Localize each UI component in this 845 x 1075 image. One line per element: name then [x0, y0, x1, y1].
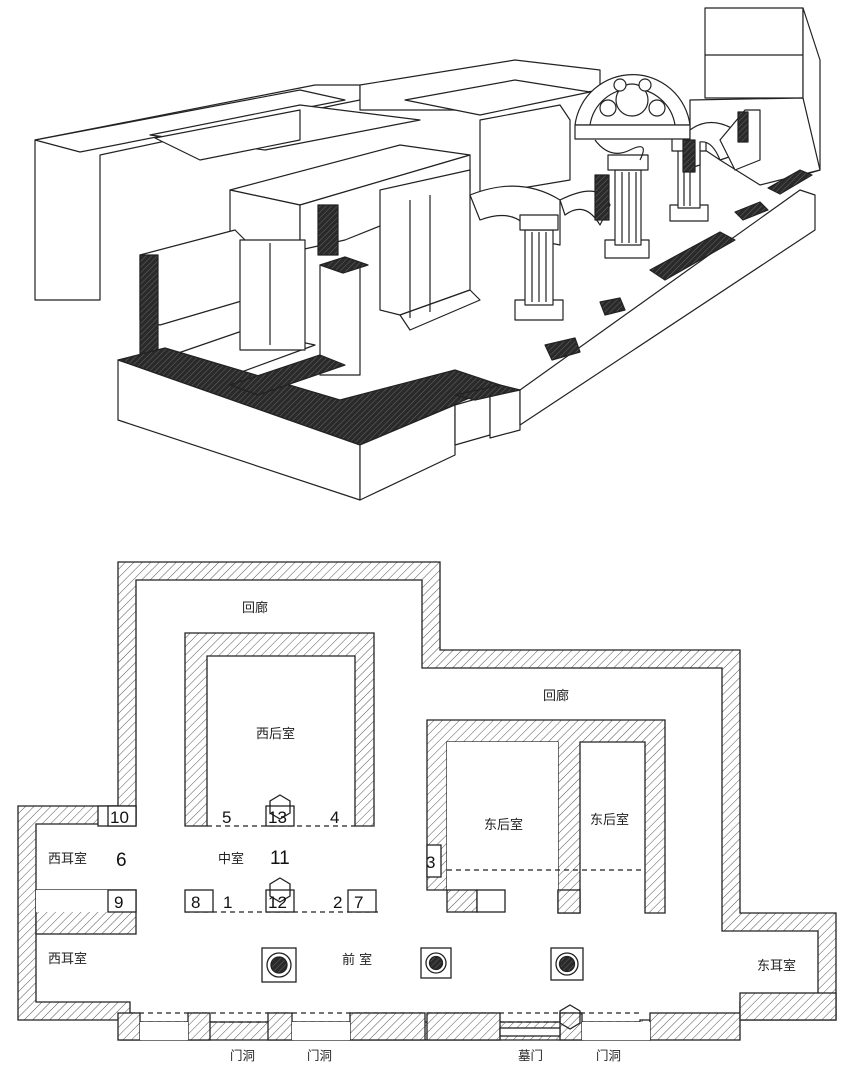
inner-court-west-shadow [154, 109, 301, 161]
number-3: 3 [426, 853, 435, 872]
east-upper-block [479, 104, 571, 196]
label-corridor-east: 回廊 [543, 688, 569, 704]
middle-block [239, 239, 306, 351]
right-ledge-dark-2 [599, 297, 626, 316]
front-seg-5 [426, 1012, 501, 1041]
middle-wall-a [379, 169, 471, 316]
label-main-gate: 墓门 [518, 1048, 543, 1063]
front-seg-3 [267, 1012, 293, 1041]
label-corridor-north: 回廊 [242, 600, 268, 616]
front-seg-2 [187, 1012, 211, 1041]
label-east-ear: 东耳室 [757, 958, 796, 974]
door-labels: 门洞 门洞 墓门 门洞 [230, 1048, 621, 1063]
box-10 [107, 805, 137, 827]
door-gap-2 [292, 1022, 350, 1040]
right-ledge-dark-4 [734, 201, 769, 221]
right-ledge-base [519, 189, 816, 426]
label-east-rear-2: 东后室 [590, 812, 629, 828]
column-2 [604, 154, 650, 259]
number-12: 12 [268, 893, 287, 912]
box-12 [265, 889, 295, 913]
number-1: 1 [223, 893, 232, 912]
right-ledge-dark-1 [544, 337, 581, 361]
arch-east-1 [689, 121, 736, 169]
east-block-a [446, 889, 478, 913]
front-seg-6 [559, 1012, 583, 1041]
label-west-rear: 西后室 [256, 726, 295, 742]
floor-plan [17, 561, 837, 1041]
east-rear-room-1-interior [447, 742, 558, 890]
carved-lunette [574, 74, 691, 161]
axonometric-view [34, 7, 821, 501]
main-gate-gap [499, 1027, 561, 1037]
east-block-b [476, 889, 506, 913]
column-1 [514, 214, 564, 321]
west-ear-cap [139, 254, 159, 361]
middle-wall-b [399, 289, 481, 331]
hex-east [559, 1004, 581, 1030]
box-13 [265, 805, 295, 827]
middle-pillar [319, 264, 361, 376]
front-seg-8 [739, 992, 837, 1021]
inner-court-east [404, 79, 591, 116]
number-7: 7 [354, 893, 363, 912]
label-door-3: 门洞 [596, 1048, 621, 1063]
cap-c [682, 139, 696, 173]
right-ledge-dark-3 [649, 231, 736, 281]
front-base-dark-2 [229, 354, 346, 396]
column-base-1 [261, 947, 297, 983]
door-gap-1 [140, 1022, 188, 1040]
number-10: 10 [110, 808, 129, 827]
label-front: 前 室 [342, 952, 372, 968]
number-8: 8 [191, 893, 200, 912]
hex-top [269, 794, 291, 820]
number-5: 5 [222, 808, 231, 827]
front-seg-1 [117, 1012, 141, 1041]
west-ear-divider-inner [36, 890, 108, 912]
number-6: 6 [116, 850, 127, 871]
east-block-c [557, 889, 581, 914]
box-3 [426, 844, 442, 878]
number-13: 13 [268, 808, 287, 827]
front-seg-4 [349, 1012, 426, 1041]
cap-b [594, 174, 610, 221]
number-labels: 1 2 3 4 5 6 7 8 9 10 11 12 13 [110, 808, 435, 912]
label-door-2: 门洞 [307, 1048, 332, 1063]
front-base-side [359, 404, 456, 501]
cap-e [767, 169, 813, 195]
number-2: 2 [333, 893, 342, 912]
number-11: 11 [270, 848, 290, 869]
middle-pillar-cap [319, 256, 369, 274]
column-base-2 [420, 947, 452, 979]
door-gap-3 [582, 1022, 650, 1040]
cap-a [317, 204, 339, 256]
front-seg-7 [649, 1012, 741, 1041]
outer-wall-top-left [34, 89, 346, 153]
number-4: 4 [330, 808, 339, 827]
label-middle: 中室 [218, 851, 244, 867]
front-step-2 [489, 389, 521, 439]
hex-bottom [269, 877, 291, 903]
cap-d [737, 111, 749, 143]
tower-block [704, 7, 804, 99]
label-door-1: 门洞 [230, 1048, 255, 1063]
column-base-3 [550, 947, 584, 981]
box-9 [107, 889, 137, 913]
label-east-rear-1: 东后室 [484, 817, 523, 833]
number-9: 9 [114, 893, 123, 912]
label-west-ear-lower: 西耳室 [48, 951, 87, 967]
box-8 [184, 889, 214, 913]
label-west-ear-upper: 西耳室 [48, 851, 87, 867]
room-labels: 回廊 回廊 西后室 东后室 东后室 西耳室 西耳室 中室 前 室 东耳室 [48, 600, 796, 974]
box-7 [347, 889, 377, 913]
west-rear-room-walls [184, 632, 375, 827]
